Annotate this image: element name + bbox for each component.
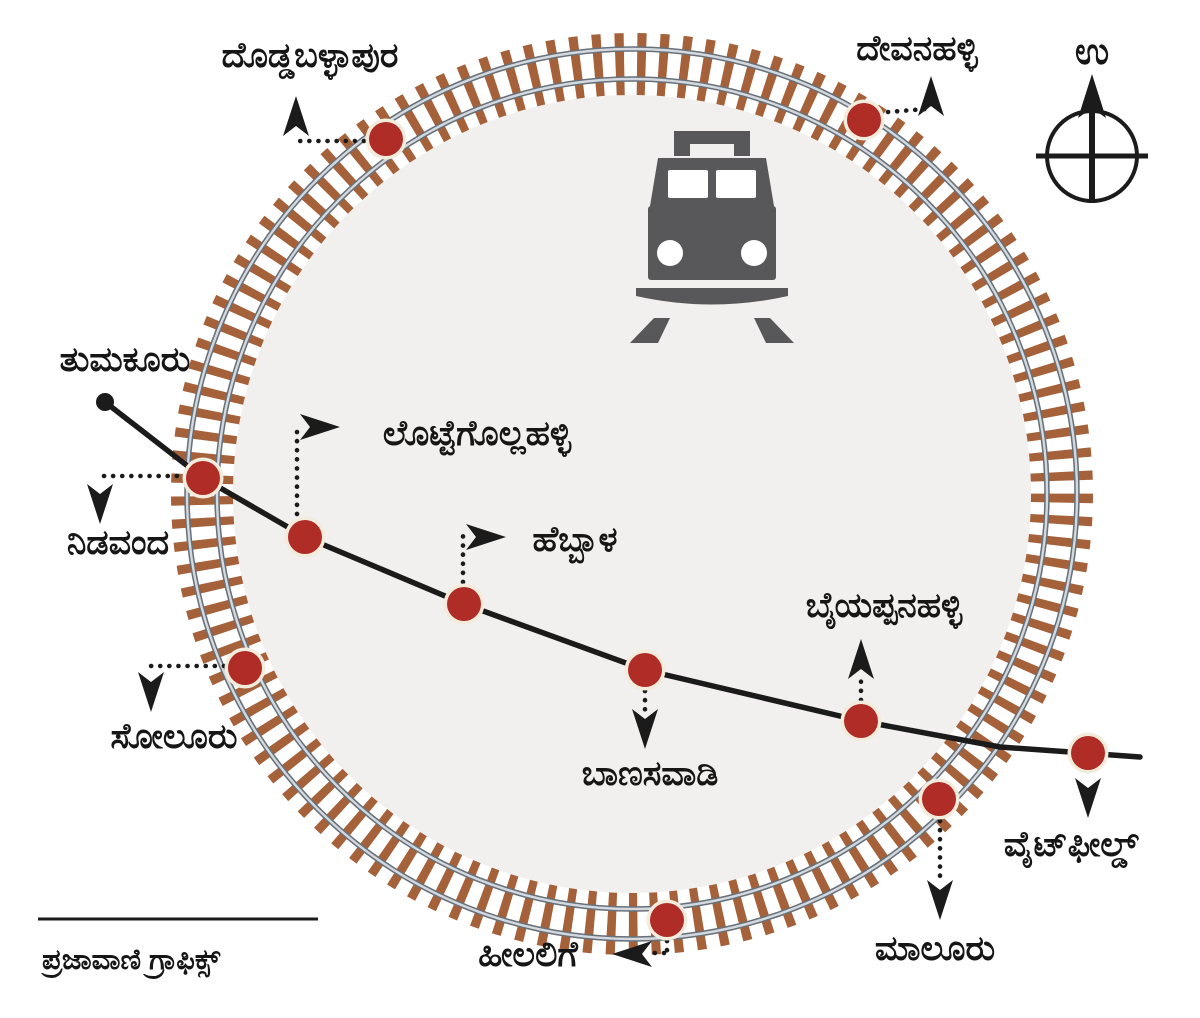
pointer-arrow-lottegollahalli xyxy=(300,414,340,440)
pointer-arrow-nidavanda xyxy=(87,484,113,524)
pointer-arrow-baiyappanahalli xyxy=(848,639,874,679)
train-window-left xyxy=(668,170,708,198)
pointer-arrow-hebbala xyxy=(466,524,506,550)
station-label-devanahalli: ದೇವನಹಳ್ಳಿ xyxy=(856,28,978,68)
station-dot-baiyappanahalli xyxy=(844,704,878,738)
station-label-maluru: ಮಾಲೂರು xyxy=(874,928,996,968)
railway-ties xyxy=(171,33,1093,955)
station-dot-whitefield xyxy=(1071,736,1105,770)
station-dot-nidavanda xyxy=(186,461,220,495)
ring-interior xyxy=(233,95,1031,893)
station-dot-devanahalli xyxy=(847,103,881,137)
station-label-nidavanda: ನಿಡವಂದ xyxy=(66,522,170,562)
train-body xyxy=(648,206,776,280)
station-label-soluru: ಸೋಲೂರು xyxy=(110,716,238,756)
train-front-icon xyxy=(630,131,794,343)
station-dot-lottegollahalli xyxy=(288,520,322,554)
pointer-arrow-devanahalli xyxy=(918,76,944,116)
compass-north-arrow xyxy=(1078,74,1106,118)
train-leg-right xyxy=(754,318,794,343)
pointer-arrow-doddaballapura xyxy=(283,96,309,136)
station-label-baiyappanahalli: ಬೈಯಪ್ಪನಹಳ್ಳಿ xyxy=(805,585,963,625)
station-dot-doddaballapura xyxy=(369,122,403,156)
line-origin-label-tumakuru: ತುಮಕೂರು xyxy=(59,339,191,379)
station-label-heelalige: ಹೀಲಲಿಗೆ xyxy=(478,934,578,974)
compass-north-label: ಉ xyxy=(1074,30,1110,72)
station-dot-soluru xyxy=(228,651,262,685)
station-dot-hebbala xyxy=(447,587,481,621)
train-leg-left xyxy=(630,318,670,343)
rail-highlight xyxy=(215,77,1049,911)
station-label-lottegollahalli: ಲೊಟ್ಟೆಗೊಲ್ಲಹಳ್ಳಿ xyxy=(382,413,572,453)
graphics-credit-label: ಪ್ರಜಾವಾಣಿ ಗ್ರಾಫಿಕ್ಸ್ xyxy=(42,944,221,977)
line-origin-dot xyxy=(96,393,114,411)
station-dot-heelalige xyxy=(650,903,684,937)
pointer-arrow-maluru xyxy=(927,880,953,920)
station-label-banasavadi: ಬಾಣಸವಾಡಿ xyxy=(581,753,719,793)
rail-highlight xyxy=(185,47,1079,941)
station-label-hebbala: ಹೆಬ್ಬಾಳ xyxy=(532,519,618,559)
train-roof xyxy=(674,131,750,156)
station-dot-banasavadi xyxy=(628,653,662,687)
station-dot-maluru xyxy=(922,782,956,816)
pointer-arrow-whitefield xyxy=(1075,778,1101,818)
station-label-doddaballapura: ದೊಡ್ಡಬಳ್ಳಾಪುರ xyxy=(221,35,399,75)
pointer-arrow-banasavadi xyxy=(632,709,658,749)
compass-icon xyxy=(1036,74,1148,203)
pointer-arrow-heelalige xyxy=(612,941,652,967)
train-bumper xyxy=(636,288,788,305)
train-headlight-right xyxy=(741,240,767,266)
connector-dots-devanahalli xyxy=(885,106,929,115)
station-label-whitefield: ವೈಟ್‌ಫೀಲ್ಡ್ xyxy=(1003,824,1139,864)
train-window-right xyxy=(716,170,756,198)
train-headlight-left xyxy=(657,240,683,266)
pointer-arrow-soluru xyxy=(138,672,164,712)
